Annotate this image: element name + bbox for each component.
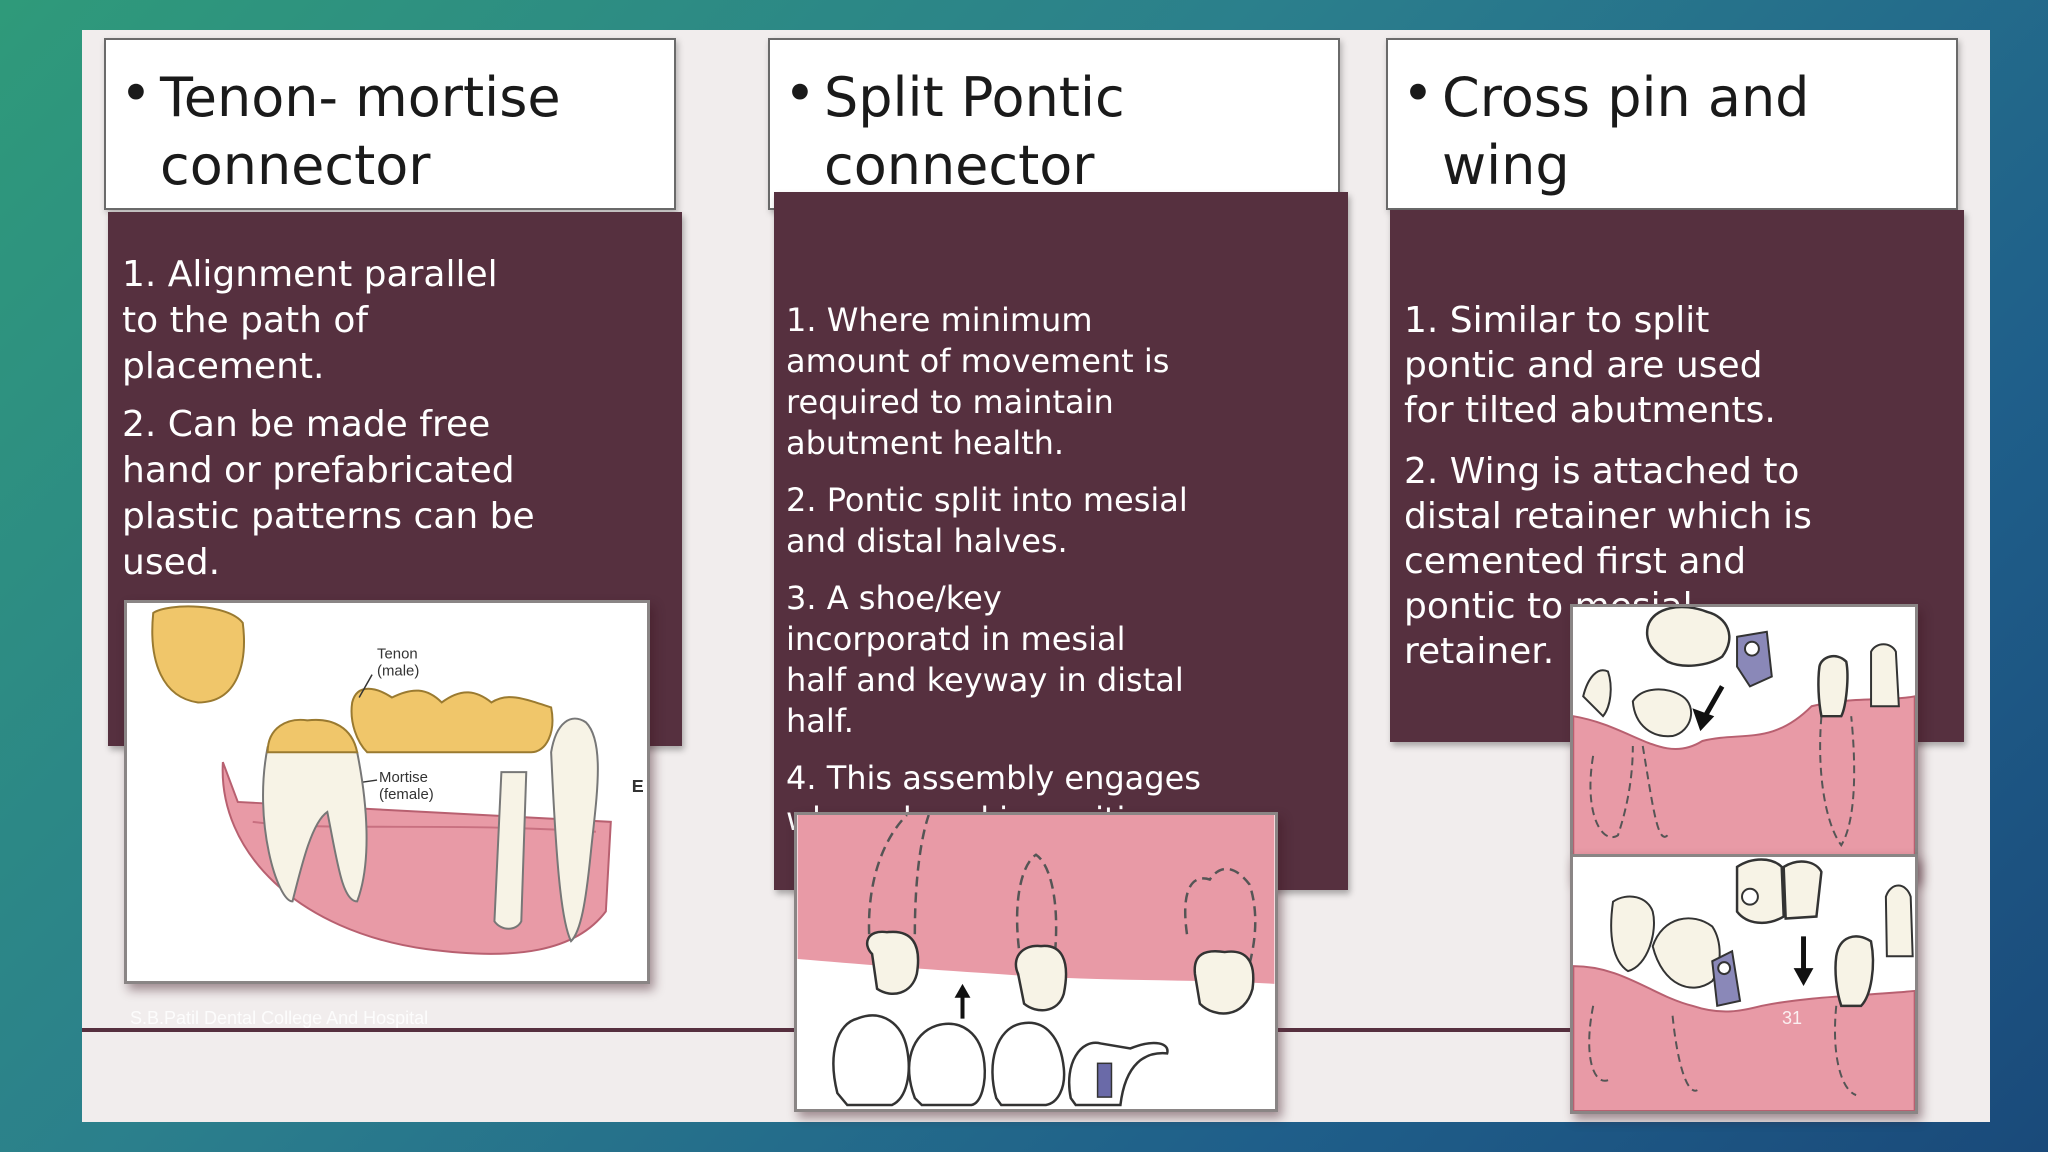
figure-label-tenon: Tenon bbox=[377, 646, 418, 663]
column-1-point-2: 2. Can be made free hand or prefabricate… bbox=[122, 404, 535, 583]
column-1-header: • Tenon- mortise connector bbox=[104, 38, 676, 210]
figure-label-male: (male) bbox=[377, 663, 419, 680]
tenon-mortise-figure: Tenon (male) Mortise (female) E bbox=[124, 600, 650, 984]
column-2-title-line2: connector bbox=[824, 134, 1095, 197]
column-3-point-1: 1. Similar to split pontic and are used … bbox=[1404, 300, 1776, 431]
cross-pin-figure-top bbox=[1570, 604, 1918, 880]
column-2-header: • Split Pontic connector bbox=[768, 38, 1340, 210]
bullet: • bbox=[120, 62, 152, 125]
footer-institution: S.B.Patil Dental College And Hospital bbox=[130, 1008, 429, 1028]
bullet: • bbox=[1402, 62, 1434, 125]
footer-divider-left bbox=[82, 1028, 794, 1032]
column-2-point-3: 3. A shoe/key incorporatd in mesial half… bbox=[786, 579, 1184, 740]
tenon-mortise-illustration: Tenon (male) Mortise (female) E bbox=[151, 605, 644, 955]
column-1-point-1: 1. Alignment parallel to the path of pla… bbox=[122, 254, 498, 387]
column-2-title-line1: Split Pontic bbox=[824, 66, 1125, 129]
figure-label-female: (female) bbox=[379, 786, 434, 803]
column-1-title-line1: Tenon- mortise bbox=[160, 66, 561, 129]
column-3-point-2: 2. Wing is attached to distal retainer w… bbox=[1404, 451, 1812, 672]
cross-pin-figure-bottom bbox=[1570, 854, 1918, 1114]
slide: • Tenon- mortise connector 1. Alignment … bbox=[82, 30, 1990, 1122]
column-2-point-2: 2. Pontic split into mesial and distal h… bbox=[786, 481, 1188, 560]
bullet: • bbox=[784, 62, 816, 125]
cross-pin-illustration-top bbox=[1573, 607, 1915, 877]
split-pontic-illustration bbox=[797, 815, 1275, 1107]
column-2-point-1: 1. Where minimum amount of movement is r… bbox=[786, 301, 1170, 462]
figure-label-e: E bbox=[632, 776, 644, 796]
figure-label-mortise: Mortise bbox=[379, 769, 428, 786]
cross-pin-illustration-bottom bbox=[1573, 858, 1915, 1111]
column-3-header: • Cross pin and wing connector bbox=[1386, 38, 1958, 265]
column-3-title-line1: Cross pin and wing bbox=[1442, 66, 1810, 197]
split-pontic-figure bbox=[794, 812, 1278, 1112]
column-1-title-line2: connector bbox=[160, 134, 431, 197]
footer-divider-middle bbox=[1278, 1028, 1570, 1032]
slide-number: 31 bbox=[1782, 1008, 1803, 1028]
column-2-panel: 1. Where minimum amount of movement is r… bbox=[774, 192, 1348, 890]
